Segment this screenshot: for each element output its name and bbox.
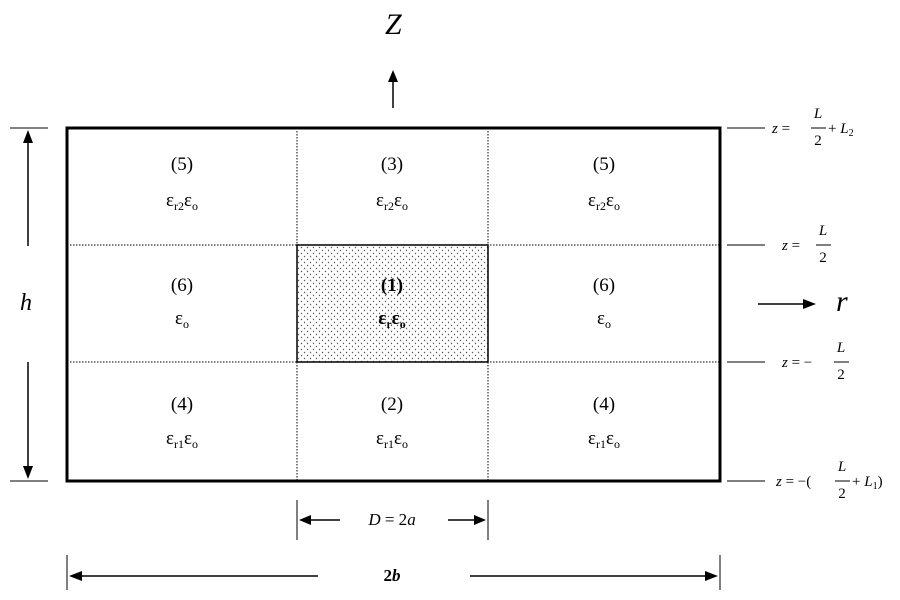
svg-text:(1): (1) bbox=[381, 275, 403, 296]
svg-text:(6): (6) bbox=[593, 275, 615, 296]
svg-text:L: L bbox=[837, 459, 846, 475]
svg-text:+ L2: + L2 bbox=[828, 121, 854, 139]
svg-text:(5): (5) bbox=[171, 154, 193, 175]
region-6-left: (6) εo bbox=[171, 275, 193, 331]
svg-text:2: 2 bbox=[819, 250, 827, 266]
d-arrowhead-left-icon bbox=[299, 515, 311, 525]
b-arrowhead-left-icon bbox=[69, 571, 82, 581]
boundary-eq-top: z = L 2 + L2 bbox=[771, 106, 854, 149]
region-5-left: (5) εr2εo bbox=[166, 154, 198, 213]
h-arrowhead-bottom-icon bbox=[23, 466, 33, 479]
h-label: h bbox=[20, 290, 32, 316]
region-3: (3) εr2εo bbox=[376, 154, 408, 213]
svg-text:L: L bbox=[813, 106, 822, 122]
boundary-eq-upper: z = L 2 bbox=[781, 223, 831, 266]
boundary-eq-bottom: z = −( L 2 + L1) bbox=[775, 459, 883, 502]
svg-text:L: L bbox=[836, 340, 845, 356]
svg-text:2: 2 bbox=[837, 367, 845, 383]
d-arrowhead-right-icon bbox=[474, 515, 486, 525]
b-arrowhead-right-icon bbox=[705, 571, 718, 581]
region-2: (2) εr1εo bbox=[376, 394, 408, 451]
svg-text:εr2εo: εr2εo bbox=[588, 190, 620, 213]
r-axis-arrowhead-icon bbox=[803, 299, 816, 309]
svg-text:2: 2 bbox=[814, 133, 822, 149]
svg-text:z =: z = bbox=[771, 121, 790, 137]
svg-text:εr2εo: εr2εo bbox=[376, 190, 408, 213]
region-4-left: (4) εr1εo bbox=[166, 394, 198, 451]
svg-text:(4): (4) bbox=[171, 394, 193, 415]
r-axis-label: r bbox=[836, 285, 848, 318]
svg-text:εo: εo bbox=[175, 308, 189, 331]
z-axis-label: Z bbox=[385, 8, 402, 41]
boundary-eq-lower: z = − L 2 bbox=[781, 340, 849, 383]
svg-text:(4): (4) bbox=[593, 394, 615, 415]
region-1: (1) εrεo bbox=[378, 275, 406, 331]
svg-text:z = −(: z = −( bbox=[775, 474, 811, 490]
svg-text:εrεo: εrεo bbox=[378, 308, 406, 331]
svg-text:εr2εo: εr2εo bbox=[166, 190, 198, 213]
region-4-right: (4) εr1εo bbox=[588, 394, 620, 451]
svg-text:z =: z = bbox=[781, 238, 800, 254]
central-region-fill bbox=[297, 245, 488, 362]
svg-text:(5): (5) bbox=[593, 154, 615, 175]
svg-text:εr1εo: εr1εo bbox=[166, 428, 198, 451]
svg-text:z = −: z = − bbox=[781, 355, 812, 371]
svg-text:(3): (3) bbox=[381, 154, 403, 175]
z-axis-arrowhead-icon bbox=[388, 70, 398, 82]
svg-text:(6): (6) bbox=[171, 275, 193, 296]
svg-text:(2): (2) bbox=[381, 394, 403, 415]
d-label: D = 2a bbox=[367, 510, 415, 529]
svg-text:2: 2 bbox=[838, 486, 846, 502]
svg-text:L: L bbox=[818, 223, 827, 239]
svg-text:εr1εo: εr1εo bbox=[376, 428, 408, 451]
outer-boundary bbox=[65, 126, 722, 483]
region-6-right: (6) εo bbox=[593, 275, 615, 331]
svg-text:εr1εo: εr1εo bbox=[588, 428, 620, 451]
region-5-right: (5) εr2εo bbox=[588, 154, 620, 213]
b-label: 2b bbox=[384, 566, 401, 585]
svg-text:+ L1): + L1) bbox=[852, 474, 883, 492]
h-arrowhead-top-icon bbox=[23, 130, 33, 143]
svg-text:εo: εo bbox=[597, 308, 611, 331]
